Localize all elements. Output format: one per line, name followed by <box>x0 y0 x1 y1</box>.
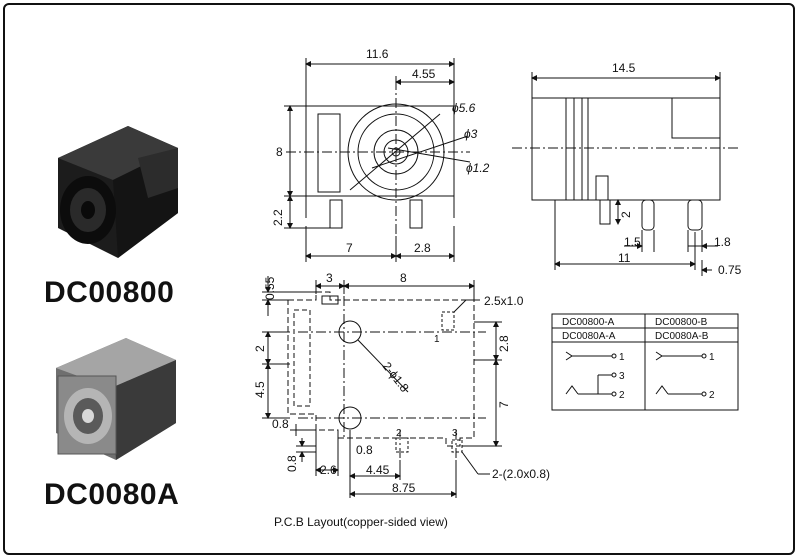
table-left-pin-1: 1 <box>619 352 625 363</box>
dia-pin-label: ϕ1.2 <box>466 161 490 175</box>
pcb-x-total-dim: 8.75 <box>392 481 416 495</box>
pcb-slot-spec-label: 2-(2.0x0.8) <box>492 467 550 481</box>
pcb-pad-size-label: 2.5x1.0 <box>484 294 524 308</box>
side-tail-dim: 0.75 <box>718 263 742 277</box>
pcb-pin3-label: 3 <box>452 428 458 439</box>
pcb-pin1-label: 1 <box>434 334 440 345</box>
front-pin-right-dim: 2.8 <box>414 241 431 255</box>
front-width-dim: 11.6 <box>366 47 389 61</box>
table-subheader-b: DC0080A-B <box>655 331 709 342</box>
pcb-hole-gap-dim: 2 <box>253 345 267 352</box>
side-pin-h-dim: 2 <box>619 211 633 218</box>
dia-outer-label: ϕ5.6 <box>452 101 476 115</box>
side-view <box>512 72 740 276</box>
side-overall-dim: 11 <box>618 251 631 265</box>
table-header-a: DC00800-A <box>562 317 615 328</box>
side-pitch-a-dim: 1.5 <box>624 235 641 249</box>
dc00800-product-photo <box>58 126 178 258</box>
pcb-pin2-label: 2 <box>396 428 402 439</box>
bottom-model-label: DC0080A <box>44 478 180 511</box>
top-model-label: DC00800 <box>44 276 175 309</box>
pcb-layout <box>262 276 502 498</box>
front-pin-height-dim: 2.2 <box>271 209 285 226</box>
table-right-pin-1: 1 <box>709 352 715 363</box>
pcb-caption: P.C.B Layout(copper-sided view) <box>274 515 448 529</box>
pcb-right-span-dim: 7 <box>497 401 511 408</box>
table-subheader-a: DC0080A-A <box>562 331 616 342</box>
table-right-pin-2: 2 <box>709 390 715 401</box>
pcb-top-margin-dim: 0.55 <box>263 276 277 300</box>
pcb-bottom-margin-dim: 0.8 <box>285 455 299 472</box>
front-height-dim: 8 <box>276 145 283 159</box>
pcb-x-b-dim: 4.45 <box>366 463 390 477</box>
pcb-small-b-dim: 0.8 <box>356 443 373 457</box>
pcb-x-a-dim: 2.6 <box>320 463 337 477</box>
pcb-pad-offset-dim: 2.8 <box>497 335 511 352</box>
pcb-w-right-dim: 8 <box>400 271 407 285</box>
pcb-hole-spec-label: 2-ϕ1.8 <box>380 359 412 395</box>
table-header-b: DC00800-B <box>655 317 708 328</box>
front-view <box>284 58 471 262</box>
side-pitch-b-dim: 1.8 <box>714 235 731 249</box>
variant-table <box>551 313 739 411</box>
dc0080a-product-photo <box>56 338 176 460</box>
pcb-left-span-dim: 4.5 <box>253 381 267 398</box>
dia-mid-label: ϕ3 <box>464 127 478 141</box>
side-length-dim: 14.5 <box>612 61 636 75</box>
table-left-pin-3: 3 <box>619 371 625 382</box>
front-pin-left-dim: 7 <box>346 241 353 255</box>
drawing-frame <box>3 3 795 555</box>
table-left-pin-2: 2 <box>619 390 625 401</box>
pcb-small-a-dim: 0.8 <box>272 417 289 431</box>
front-offset-dim: 4.55 <box>412 67 436 81</box>
pcb-w-left-dim: 3 <box>326 271 333 285</box>
